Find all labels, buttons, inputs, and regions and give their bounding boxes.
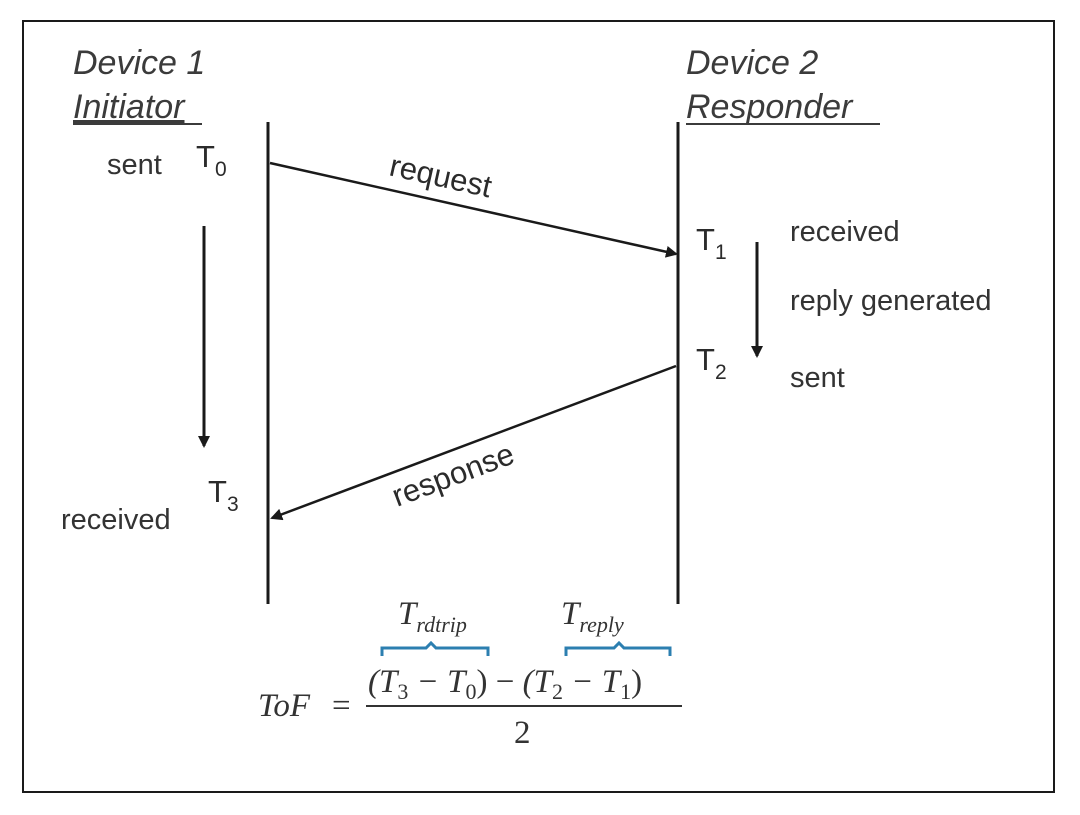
reply-time-label: Treply <box>561 596 624 637</box>
reply-generated-label: reply generated <box>790 285 992 317</box>
request-label: request <box>386 148 495 205</box>
t3-event-label: received <box>61 504 171 536</box>
response-arrow <box>270 364 677 521</box>
t1-event-label: received <box>790 216 900 248</box>
device2-role: Responder <box>686 88 854 126</box>
t2-event-label: sent <box>790 362 845 394</box>
device1-role: Initiator <box>73 88 186 126</box>
formula-numerator: (T3 − T0) − (T2 − T1) <box>368 664 642 704</box>
diagram-frame <box>22 20 1055 793</box>
reply-overbrace <box>564 640 672 656</box>
device1-name: Device 1 <box>73 44 205 82</box>
t0-mark: T0 <box>196 139 227 181</box>
tof-symbol: ToF <box>258 688 311 724</box>
request-arrow <box>269 161 678 258</box>
t3-mark: T3 <box>208 474 239 516</box>
formula-denominator: 2 <box>514 715 531 751</box>
device2-name: Device 2 <box>686 44 818 82</box>
t0-event-label: sent <box>107 149 162 181</box>
t1-mark: T1 <box>696 222 727 264</box>
roundtrip-overbrace <box>380 640 490 656</box>
response-label: response <box>387 436 519 514</box>
t2-mark: T2 <box>696 342 727 384</box>
equals-sign: = <box>332 688 351 724</box>
roundtrip-label: Trdtrip <box>398 596 467 637</box>
